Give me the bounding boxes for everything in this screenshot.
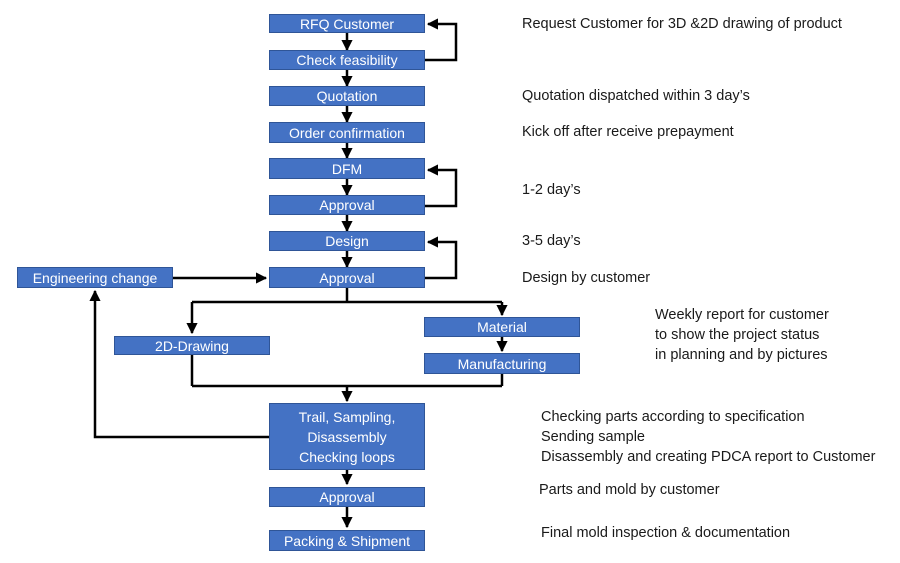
node-approval-final: Approval	[269, 487, 425, 507]
arrow-trail-engineering	[89, 289, 270, 439]
node-check-feasibility: Check feasibility	[269, 50, 425, 70]
node-packing-shipment: Packing & Shipment	[269, 530, 425, 551]
loop-approval-dfm	[425, 164, 458, 208]
note-weekly-report: Weekly report for customer to show the p…	[655, 305, 829, 365]
node-design: Design	[269, 231, 425, 251]
note-quotation: Quotation dispatched within 3 day’s	[522, 88, 750, 104]
node-approval-dfm: Approval	[269, 195, 425, 215]
note-order: Kick off after receive prepayment	[522, 124, 734, 140]
note-approval-final: Parts and mold by customer	[539, 482, 720, 498]
loop-approval-design	[425, 236, 458, 280]
note-trail-line: Checking parts according to specificatio…	[541, 409, 805, 425]
note-trail: Checking parts according to specificatio…	[541, 407, 875, 467]
node-trail-sampling: Trail, Sampling, Disassembly Checking lo…	[269, 403, 425, 470]
node-engineering-change: Engineering change	[17, 267, 173, 288]
node-dfm: DFM	[269, 158, 425, 179]
node-trail-line: Trail, Sampling,	[298, 408, 396, 425]
node-trail-line: Disassembly	[307, 428, 387, 445]
loop-feasibility-rfq	[425, 18, 458, 62]
note-trail-line: Sending sample	[541, 429, 645, 445]
note-rfq: Request Customer for 3D &2D drawing of p…	[522, 16, 842, 32]
node-approval-design: Approval	[269, 267, 425, 288]
node-quotation: Quotation	[269, 86, 425, 106]
note-dfm: 1-2 day’s	[522, 182, 581, 198]
node-2d-drawing: 2D-Drawing	[114, 336, 270, 355]
note-design: 3-5 day’s	[522, 233, 581, 249]
node-rfq-customer: RFQ Customer	[269, 14, 425, 33]
note-trail-line: Disassembly and creating PDCA report to …	[541, 449, 876, 465]
node-manufacturing: Manufacturing	[424, 353, 580, 374]
note-packing: Final mold inspection & documentation	[541, 525, 791, 541]
note-weekly-line: in planning and by pictures	[655, 347, 828, 363]
node-material: Material	[424, 317, 580, 337]
node-trail-line: Checking loops	[299, 448, 395, 465]
note-approval-design: Design by customer	[522, 270, 651, 286]
note-weekly-line: to show the project status	[655, 327, 820, 343]
node-order-confirmation: Order confirmation	[269, 122, 425, 143]
note-weekly-line: Weekly report for customer	[655, 307, 829, 323]
